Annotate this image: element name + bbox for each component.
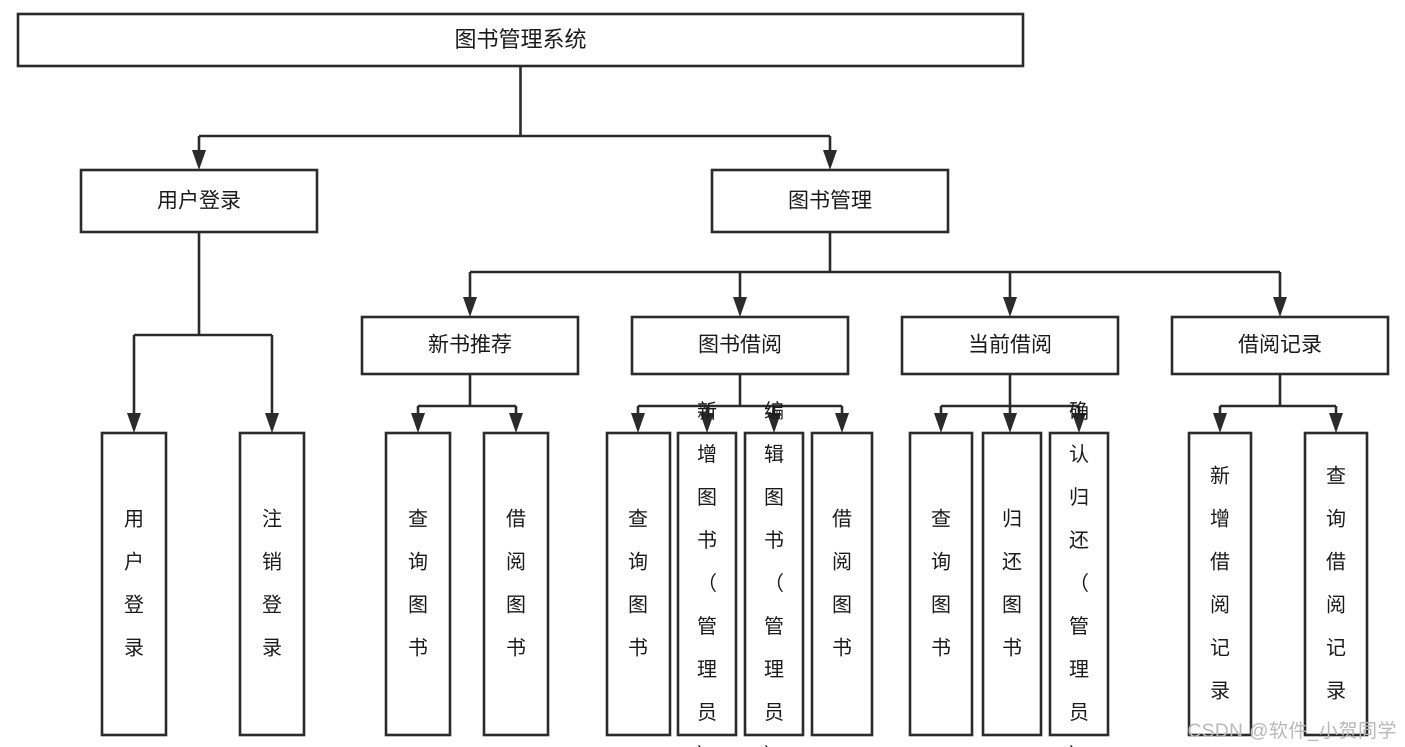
connector-book-borrow-to-leaves bbox=[631, 374, 849, 433]
leaf-edit-book-admin[interactable]: 编辑图书（管理员） bbox=[743, 400, 805, 747]
leaf-query-book-rec-label: 查询图书 bbox=[408, 508, 428, 660]
leaf-query-book-rec[interactable]: 查询图书 bbox=[384, 431, 452, 737]
arrow-head-icon bbox=[1003, 297, 1017, 317]
leaf-query-book-cur[interactable]: 查询图书 bbox=[908, 431, 974, 737]
leaf-add-book-admin[interactable]: 新增图书（管理员） bbox=[676, 400, 738, 747]
csdn-watermark: CSDN @软件_小贺同学 bbox=[1187, 721, 1397, 742]
node-root-label: 图书管理系统 bbox=[454, 27, 586, 52]
arrow-head-icon bbox=[823, 150, 837, 170]
leaf-borrow-book-rec[interactable]: 借阅图书 bbox=[482, 431, 550, 737]
connector-root-to-level2 bbox=[192, 66, 837, 170]
leaf-borrow-book-label: 借阅图书 bbox=[832, 508, 852, 660]
connector-borrow-record-to-leaves bbox=[1213, 374, 1343, 433]
leaf-edit-book-admin-label: 编辑图书（管理员） bbox=[764, 400, 784, 747]
arrow-head-icon bbox=[463, 297, 477, 317]
connector-current-borrow-to-leaves bbox=[934, 374, 1086, 433]
leaf-add-book-admin-label: 新增图书（管理员） bbox=[697, 400, 717, 747]
leaf-logout-label: 注销登录 bbox=[262, 508, 282, 660]
node-book-borrow-label: 图书借阅 bbox=[698, 334, 782, 357]
arrow-head-icon bbox=[835, 413, 849, 433]
leaf-return-book[interactable]: 归还图书 bbox=[981, 431, 1043, 737]
arrow-head-icon bbox=[127, 413, 141, 433]
leaf-add-borrow-record-label: 新增借阅记录 bbox=[1210, 465, 1230, 703]
leaf-borrow-book[interactable]: 借阅图书 bbox=[810, 431, 874, 737]
arrow-head-icon bbox=[509, 413, 523, 433]
node-book-manage[interactable]: 图书管理 bbox=[710, 168, 950, 234]
node-borrow-record-label: 借阅记录 bbox=[1238, 334, 1322, 357]
arrow-head-icon bbox=[1273, 297, 1287, 317]
arrow-head-icon bbox=[192, 150, 206, 170]
leaf-query-book-borrow[interactable]: 查询图书 bbox=[605, 431, 672, 737]
leaf-add-borrow-record[interactable]: 新增借阅记录 bbox=[1187, 431, 1253, 737]
arrow-head-icon bbox=[767, 413, 781, 433]
node-book-borrow[interactable]: 图书借阅 bbox=[630, 315, 850, 376]
arrow-head-icon bbox=[265, 413, 279, 433]
arrow-head-icon bbox=[631, 413, 645, 433]
arrow-head-icon bbox=[1003, 413, 1017, 433]
leaf-query-book-borrow-label: 查询图书 bbox=[628, 508, 648, 660]
arrow-head-icon bbox=[1329, 413, 1343, 433]
arrow-head-icon bbox=[934, 413, 948, 433]
node-borrow-record[interactable]: 借阅记录 bbox=[1170, 315, 1390, 376]
node-user-login[interactable]: 用户登录 bbox=[79, 168, 319, 234]
arrow-head-icon bbox=[1213, 413, 1227, 433]
node-current-borrow-label: 当前借阅 bbox=[968, 334, 1052, 357]
leaf-query-borrow-record[interactable]: 查询借阅记录 bbox=[1303, 431, 1369, 737]
leaf-return-book-label: 归还图书 bbox=[1002, 508, 1022, 660]
arrow-head-icon bbox=[700, 413, 714, 433]
leaf-confirm-return-admin[interactable]: 确认归还（管理员） bbox=[1048, 400, 1110, 747]
node-user-login-label: 用户登录 bbox=[157, 190, 241, 213]
connector-user-login-to-leaves bbox=[127, 232, 279, 433]
node-book-manage-label: 图书管理 bbox=[788, 190, 872, 213]
node-new-book-recommend[interactable]: 新书推荐 bbox=[360, 315, 580, 376]
leaf-user-login-label: 用户登录 bbox=[124, 509, 144, 660]
arrow-head-icon bbox=[411, 413, 425, 433]
leaf-logout[interactable]: 注销登录 bbox=[238, 431, 306, 737]
leaf-query-borrow-record-label: 查询借阅记录 bbox=[1326, 465, 1346, 703]
connector-layer bbox=[127, 66, 1343, 433]
node-new-book-recommend-label: 新书推荐 bbox=[428, 334, 512, 357]
leaf-query-book-cur-label: 查询图书 bbox=[931, 508, 951, 660]
leaf-confirm-return-admin-label: 确认归还（管理员） bbox=[1069, 400, 1089, 747]
leaf-borrow-book-rec-label: 借阅图书 bbox=[506, 508, 526, 660]
arrow-head-icon bbox=[733, 297, 747, 317]
leaf-user-login[interactable]: 用户登录 bbox=[100, 431, 168, 737]
node-current-borrow[interactable]: 当前借阅 bbox=[900, 315, 1120, 376]
connector-new-book-recommend-to-leaves bbox=[411, 374, 523, 433]
arrow-head-icon bbox=[1072, 413, 1086, 433]
node-root[interactable]: 图书管理系统 bbox=[16, 12, 1025, 68]
connector-book-manage-to-level3 bbox=[463, 232, 1287, 317]
